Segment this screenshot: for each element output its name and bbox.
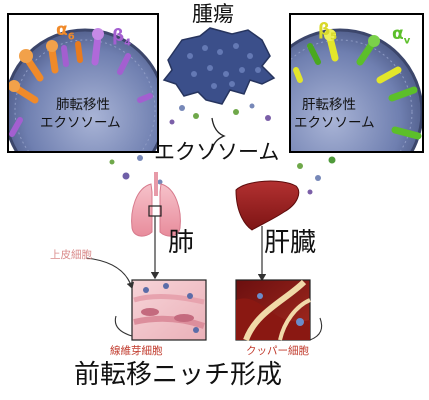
liver-label: 肝臓 <box>264 230 316 256</box>
right-exosome-line1: 肝転移性 <box>302 98 356 114</box>
tumor-mass <box>164 28 274 104</box>
epithelial-cell-label: 上皮細胞 <box>50 250 92 261</box>
lung-organ <box>132 172 181 278</box>
premetastatic-niche-title: 前転移ニッチ形成 <box>74 362 282 388</box>
lung-tissue-inset <box>132 280 206 340</box>
right-exosome-line2: エクソソーム <box>294 116 375 132</box>
integrin-av-label: αv <box>392 26 410 46</box>
fibroblast-label: 線維芽細胞 <box>110 346 163 357</box>
epithelial-pointer <box>86 258 132 288</box>
kupffer-pointer <box>310 318 322 340</box>
tumor-label: 腫瘍 <box>192 4 234 25</box>
lung-label: 肺 <box>168 230 194 256</box>
exosome-label: エクソソーム <box>154 142 279 163</box>
integrin-a6-label: α6 <box>56 22 75 42</box>
kupffer-cell-label: クッパー細胞 <box>246 346 309 357</box>
fibroblast-pointer <box>115 316 132 336</box>
liver-tissue-inset <box>236 280 310 340</box>
integrin-b5-label: β5 <box>318 22 337 42</box>
integrin-b4-label: β4 <box>112 28 131 48</box>
left-exosome-line1: 肺転移性 <box>56 98 110 114</box>
left-exosome-line2: エクソソーム <box>40 116 121 132</box>
